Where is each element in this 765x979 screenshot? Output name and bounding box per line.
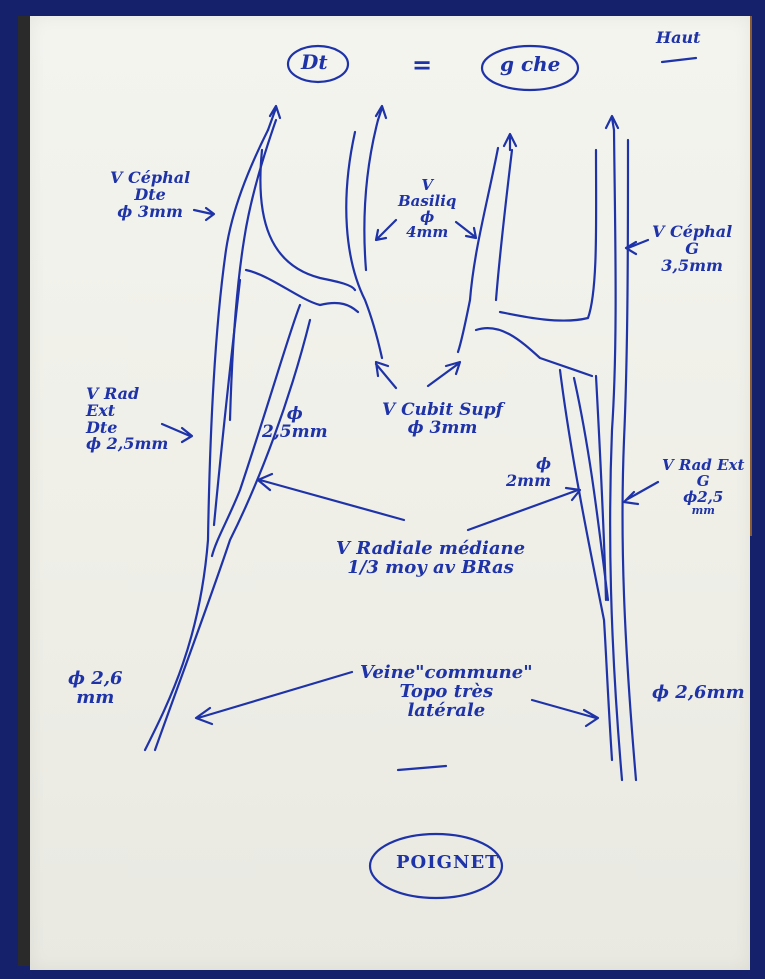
arrow-rad-ext-g — [624, 482, 658, 504]
right-arrow-basilic — [504, 134, 516, 150]
gche-label: g che — [500, 54, 560, 75]
right-median-cubital — [500, 150, 596, 321]
dt-label: Dt — [301, 52, 328, 73]
label-v-cephal-g: V Céphal G 3,5mm — [652, 224, 732, 274]
v-cubit-line-2: ϕ 3mm — [382, 420, 503, 438]
v-rad-ext-g-line-4: mm — [662, 505, 744, 517]
right-cephal-outer — [610, 130, 622, 780]
arrow-commune-left — [196, 672, 352, 724]
v-radiale-mediane-line-2: 1/3 moy av BRas — [336, 559, 525, 578]
arrow-commune-right — [532, 700, 598, 726]
right-basilic-inner — [496, 150, 512, 300]
arrow-basiliq-left — [376, 220, 396, 240]
poignet-label: POIGNET — [396, 854, 500, 873]
label-v-radiale-mediane: V Radiale médiane 1/3 moy av BRas — [336, 540, 525, 578]
label-diam-2-6-right: ϕ 2,6mm — [652, 684, 745, 703]
right-cephal-inner — [623, 140, 637, 780]
right-arrow-cephal — [606, 116, 618, 130]
arrow-mediane-right — [468, 488, 580, 530]
label-veine-commune: Veine"commune" Topo très latérale — [360, 664, 533, 721]
left-arrow-basilic — [376, 106, 386, 120]
arrow-cubit-left — [376, 362, 396, 388]
label-v-cephal-dte: V Céphal Dte ϕ 3mm — [110, 170, 190, 220]
label-v-cubit-supf: V Cubit Supf ϕ 3mm — [382, 402, 503, 438]
equals-sign: = — [412, 52, 432, 77]
veine-commune-line-2: Topo très — [360, 683, 533, 702]
label-diam-2mm: ϕ 2mm — [506, 456, 551, 490]
v-cephal-dte-line-3: ϕ 3mm — [110, 204, 190, 221]
left-radial-inner — [155, 320, 310, 750]
label-v-rad-ext-g: V Rad Ext G ϕ2,5 mm — [662, 458, 744, 517]
diam-2-5-line-2: 2,5mm — [262, 424, 328, 442]
right-cubital-lower — [476, 328, 592, 376]
arrow-basiliq-right — [456, 222, 476, 238]
v-basiliq-line-4: 4mm — [398, 225, 456, 241]
label-diam-2-5mm: ϕ 2,5mm — [262, 406, 328, 442]
haut-label: Haut — [656, 30, 701, 47]
left-cephal-vein-inner — [230, 120, 276, 420]
right-radial-outline — [596, 376, 606, 600]
left-cubital-lower — [246, 270, 358, 312]
arrow-cubit-right — [428, 362, 460, 386]
diam-2mm-line-2: 2mm — [506, 473, 551, 490]
label-v-rad-ext-dte: V Rad Ext Dte ϕ 2,5mm — [86, 386, 168, 453]
v-rad-ext-g-line-3: ϕ2,5 — [662, 490, 744, 506]
veine-commune-line-3: latérale — [360, 702, 533, 721]
left-basilic-inner — [364, 120, 378, 270]
laterale-underline — [398, 766, 446, 770]
arrow-mediane-left — [258, 474, 404, 520]
diam-2-6-left-line-2: mm — [68, 689, 123, 708]
v-rad-ext-dte-line-4: ϕ 2,5mm — [86, 436, 168, 453]
label-v-basiliq: V Basiliq ϕ 4mm — [398, 178, 456, 241]
v-cephal-g-line-3: 3,5mm — [652, 258, 732, 275]
right-basilic-outer — [458, 148, 498, 352]
left-median-cubital — [260, 150, 355, 290]
arrow-cephal-dte — [194, 208, 214, 220]
arrow-cephal-g — [626, 240, 648, 254]
label-diam-2-6-left: ϕ 2,6 mm — [68, 670, 123, 708]
haut-underline — [662, 58, 696, 62]
